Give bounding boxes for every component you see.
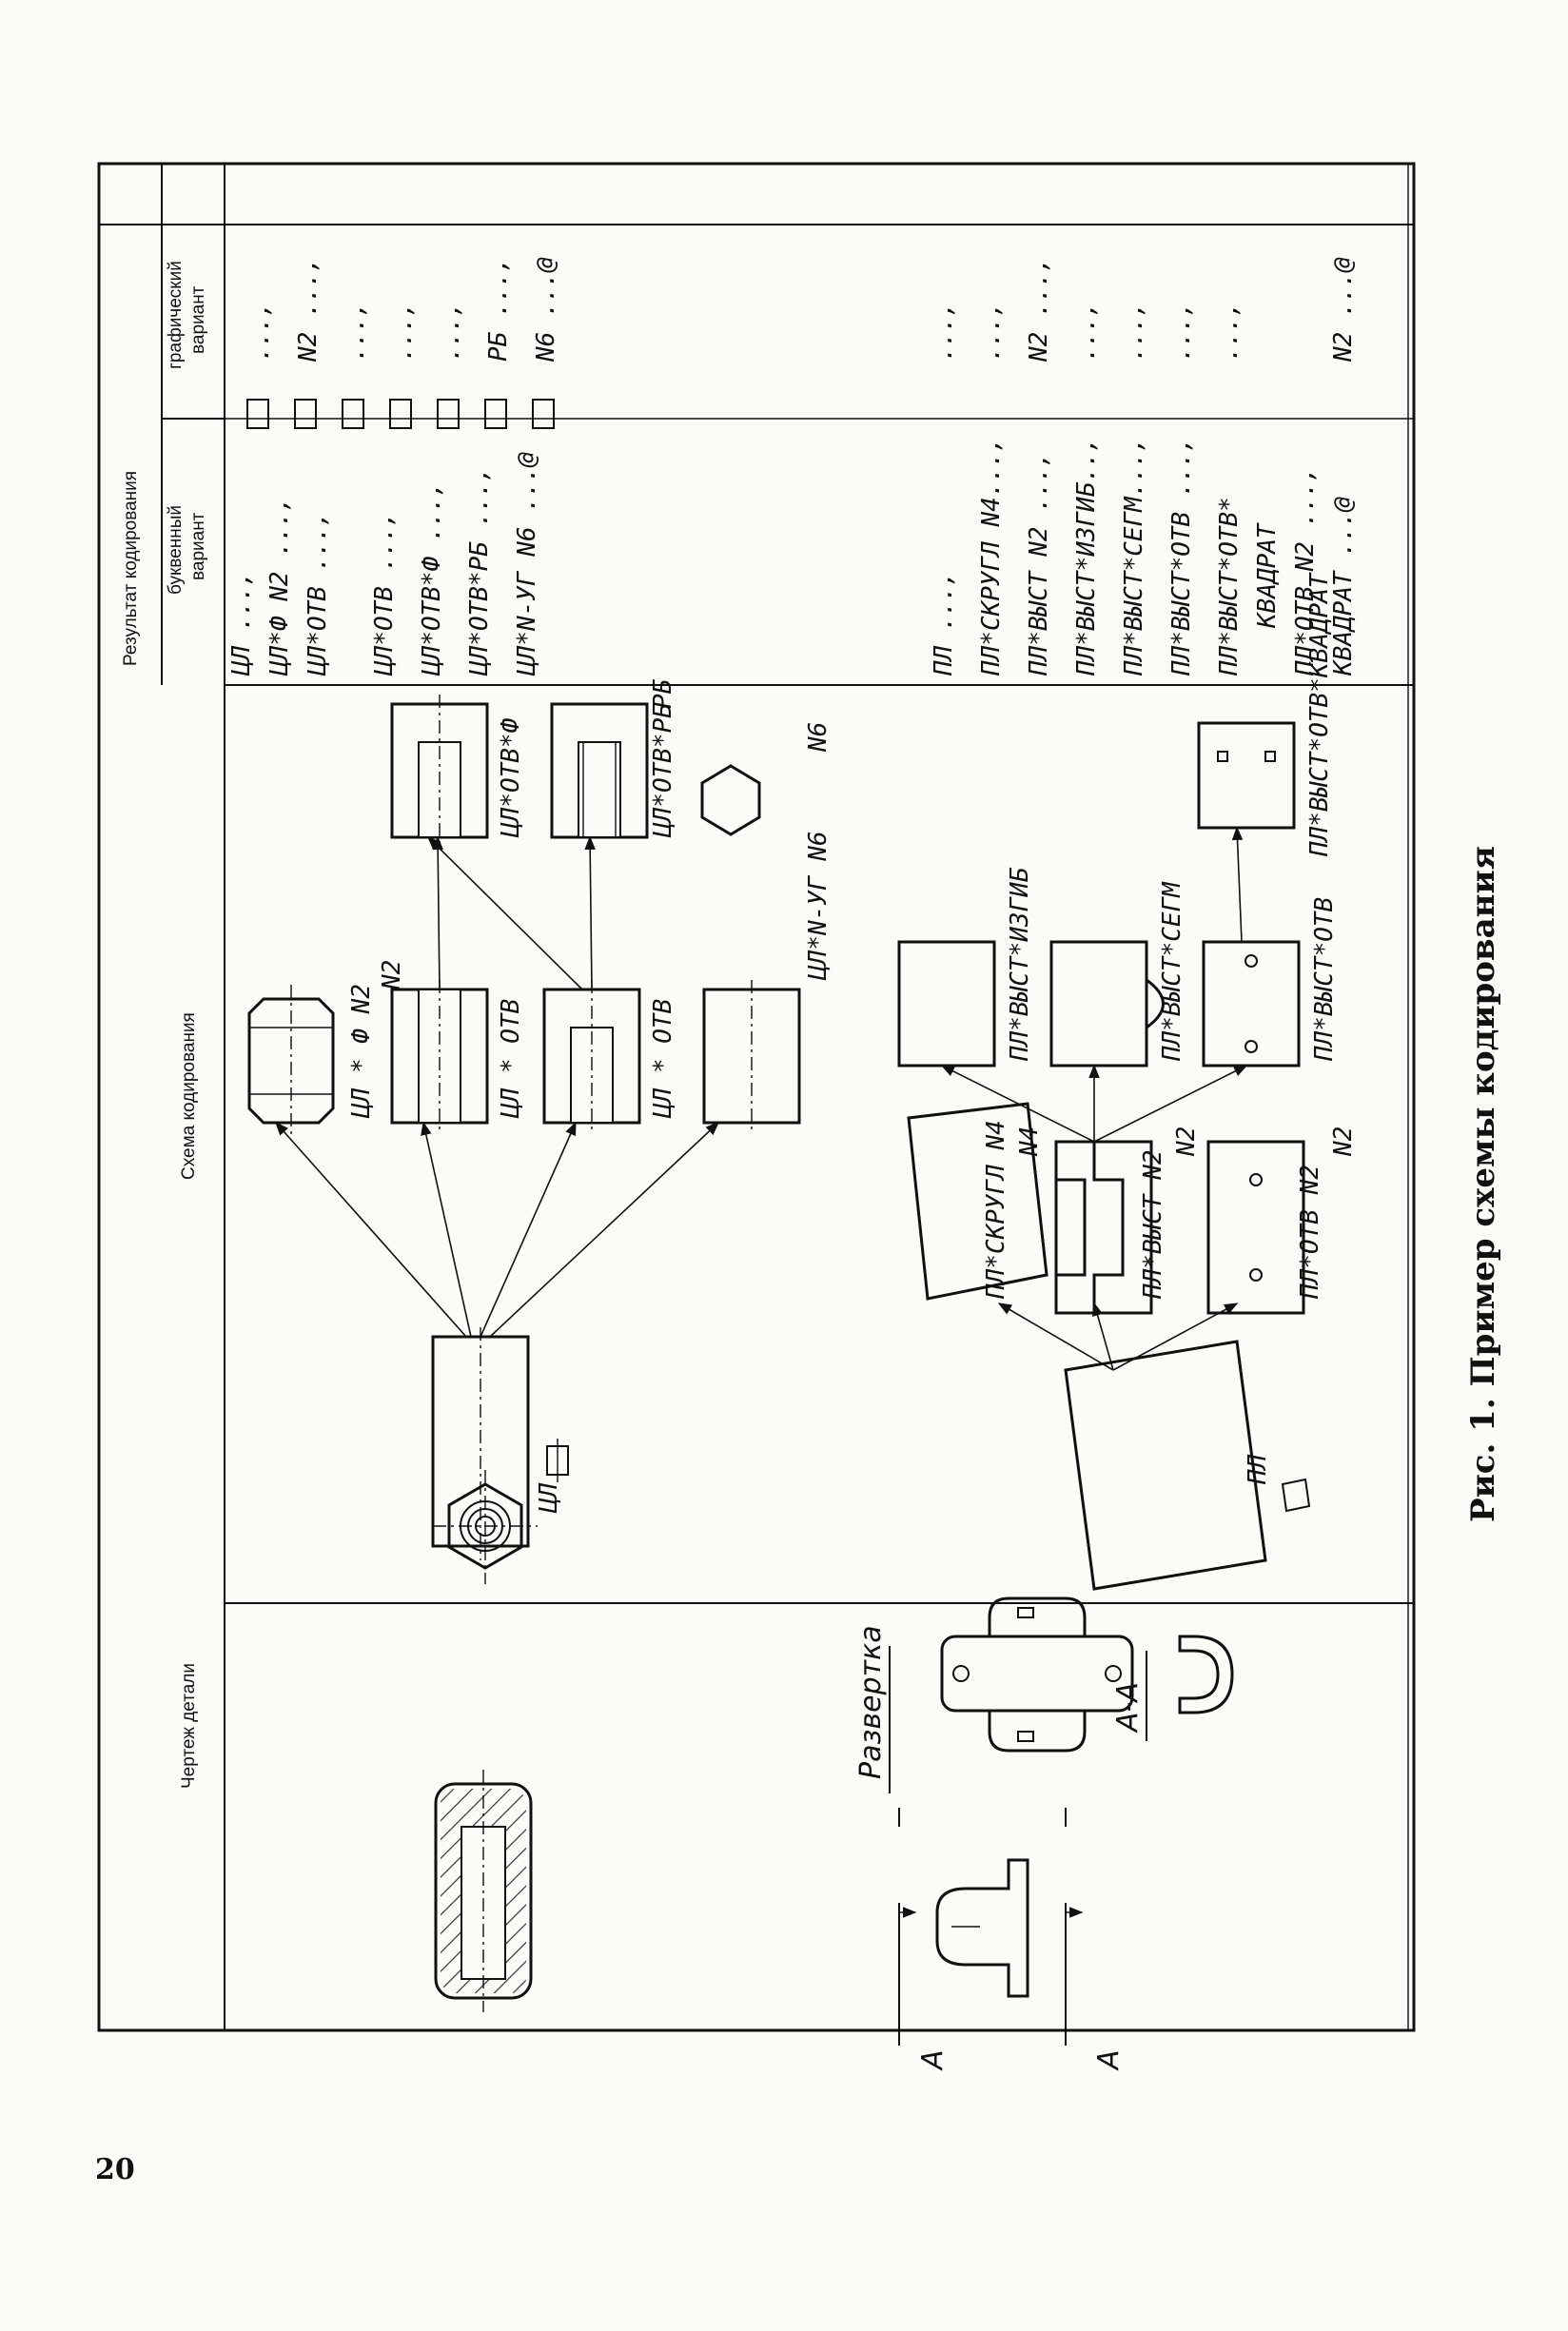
svg-text:N2: N2 bbox=[1329, 1126, 1358, 1157]
letter-variant: ЦЛ ..., ЦЛ*Ф N2 ..., ЦЛ*ОТВ ..., ЦЛ*ОТВ … bbox=[227, 438, 1358, 676]
svg-text:ПЛ*ВЫСТ*ОТВ ...,: ПЛ*ВЫСТ*ОТВ ..., bbox=[1167, 438, 1196, 676]
svg-text:ЦЛ * ОТВ: ЦЛ * ОТВ bbox=[497, 999, 525, 1119]
svg-text:КВАДРАТ: КВАДРАТ bbox=[1253, 522, 1282, 629]
svg-text:ЦЛ*ОТВ*РБ ...,: ЦЛ*ОТВ*РБ ..., bbox=[465, 467, 494, 676]
svg-text:...,: ..., bbox=[977, 302, 1006, 362]
svg-text:...,: ..., bbox=[1072, 302, 1101, 362]
svg-text:ЦЛ*ОТВ*Ф ...,: ЦЛ*ОТВ*Ф ..., bbox=[418, 482, 446, 677]
svg-text:ПЛ*ВЫСТ*СЕГМ: ПЛ*ВЫСТ*СЕГМ bbox=[1158, 881, 1186, 1062]
part-drawing: А А Развертка А-А bbox=[433, 1470, 1234, 2071]
scheme-plate: ПЛ ПЛ*СКРУГЛ N4 N4 ПЛ*ВЫСТ N2 N2 ПЛ*ОТВ … bbox=[897, 572, 1358, 1591]
node-chamfer bbox=[247, 997, 335, 1125]
svg-text:ПЛ*ВЫСТ*ИЗГИБ..,: ПЛ*ВЫСТ*ИЗГИБ.., bbox=[1072, 438, 1101, 676]
svg-text:N2: N2 bbox=[1172, 1126, 1201, 1157]
svg-text:ЦЛ*ОТВ*Ф: ЦЛ*ОТВ*Ф bbox=[497, 717, 525, 838]
svg-text:N2 ...,: N2 ..., bbox=[1025, 257, 1053, 362]
svg-text:ПЛ: ПЛ bbox=[1244, 1454, 1272, 1485]
header-drawing: Чертеж детали bbox=[179, 1663, 199, 1789]
svg-text:ПЛ ...,: ПЛ ..., bbox=[930, 571, 958, 676]
cylinder-section bbox=[434, 1782, 533, 2000]
svg-text:ЦЛ*N-УГ N6 ...@: ЦЛ*N-УГ N6 ...@ bbox=[513, 452, 541, 676]
header-result: Результат кодирования bbox=[121, 471, 141, 666]
svg-text:...,: ..., bbox=[1215, 302, 1244, 362]
svg-text:ПЛ*ВЫСТ*ИЗГИБ: ПЛ*ВЫСТ*ИЗГИБ bbox=[1006, 867, 1034, 1062]
svg-text:N2 ...@: N2 ...@ bbox=[1329, 257, 1358, 362]
svg-text:ПЛ*ВЫСТ*ОТВ*: ПЛ*ВЫСТ*ОТВ* bbox=[1215, 497, 1244, 676]
node-holes bbox=[1206, 1140, 1305, 1315]
header-graphic-2: вариант bbox=[188, 285, 208, 354]
graphic-variant: ..., N2 ..., ..., ..., ..., РБ ..., N6 .… bbox=[246, 257, 1358, 429]
svg-text:ЦЛ * Ф N2: ЦЛ * Ф N2 bbox=[347, 984, 376, 1119]
section-label: А-А bbox=[1111, 1682, 1145, 1734]
mark-a-1: А bbox=[916, 2049, 950, 2071]
svg-text:КВАДРАТ ...@: КВАДРАТ ...@ bbox=[1329, 497, 1358, 676]
svg-text:ПЛ*ОТВ N2: ПЛ*ОТВ N2 bbox=[1296, 1165, 1324, 1300]
header-letter-1: буквенный bbox=[166, 505, 186, 595]
page-number: 20 bbox=[95, 2153, 135, 2186]
razvertka-label: Развертка bbox=[854, 1625, 888, 1779]
svg-text:ЦЛ*ОТВ ...,: ЦЛ*ОТВ ..., bbox=[370, 512, 399, 676]
header-scheme: Схема кодирования bbox=[179, 1012, 199, 1180]
node-protrusion-hole bbox=[1202, 940, 1301, 1068]
svg-text:ПЛ*ВЫСТ N2: ПЛ*ВЫСТ N2 bbox=[1139, 1149, 1167, 1300]
svg-text:N6 ...@: N6 ...@ bbox=[532, 257, 560, 362]
svg-text:N6: N6 bbox=[804, 722, 833, 753]
svg-text:...,: ..., bbox=[389, 302, 418, 362]
u-section bbox=[1178, 1635, 1234, 1714]
svg-text:РБ ...,: РБ ..., bbox=[484, 257, 513, 362]
node-bend bbox=[897, 940, 996, 1068]
node-rounded bbox=[907, 1102, 1049, 1301]
svg-text:...,: ..., bbox=[437, 302, 465, 362]
svg-text:...,: ..., bbox=[342, 302, 370, 362]
figure-caption: Рис. 1. Пример схемы кодирования bbox=[1464, 846, 1502, 1522]
mark-a-2: А bbox=[1092, 2049, 1126, 2071]
svg-text:ЦЛ ...,: ЦЛ ..., bbox=[227, 571, 256, 676]
svg-text:ЦЛ*Ф N2 ...,: ЦЛ*Ф N2 ..., bbox=[265, 497, 294, 676]
node-square-hole bbox=[1197, 721, 1296, 830]
scheme-cylinder: ЦЛ ЦЛ * Ф N2 N2 ЦЛ * ОТВ ЦЛ * ОТВ ЦЛ*N-У… bbox=[247, 678, 833, 1560]
svg-text:ПЛ*СКРУГЛ N4...,: ПЛ*СКРУГЛ N4..., bbox=[977, 438, 1006, 676]
svg-text:...,: ..., bbox=[1167, 302, 1196, 362]
svg-text:ПЛ*ВЫСТ*ОТВ: ПЛ*ВЫСТ*ОТВ bbox=[1310, 897, 1339, 1062]
node-segment bbox=[1049, 940, 1148, 1068]
svg-text:...,: ..., bbox=[246, 302, 275, 362]
svg-text:N2: N2 bbox=[378, 960, 406, 990]
svg-text:ПЛ*ОТВ N2 ...,: ПЛ*ОТВ N2 ..., bbox=[1291, 467, 1320, 676]
root-cyl-label: ЦЛ bbox=[535, 1482, 563, 1514]
svg-text:ЦЛ*ОТВ*РБ: ЦЛ*ОТВ*РБ bbox=[649, 703, 677, 838]
node-protrusion bbox=[1054, 1140, 1153, 1315]
svg-text:ПЛ*СКРУГЛ N4: ПЛ*СКРУГЛ N4 bbox=[982, 1120, 1010, 1300]
svg-text:РБ: РБ bbox=[649, 678, 677, 709]
svg-text:ЦЛ*ОТВ ...,: ЦЛ*ОТВ ..., bbox=[304, 512, 332, 676]
table-border bbox=[97, 162, 1416, 2032]
svg-text:N2 ...,: N2 ..., bbox=[294, 257, 323, 362]
header-letter-2: вариант bbox=[188, 512, 208, 580]
root-plate bbox=[1064, 1340, 1267, 1591]
header-graphic-1: графический bbox=[166, 261, 186, 369]
svg-text:...,: ..., bbox=[930, 302, 958, 362]
unfolded-plate bbox=[940, 1635, 1134, 1713]
bent-plate-side bbox=[935, 1858, 1029, 1998]
svg-text:ЦЛ*N-УГ N6: ЦЛ*N-УГ N6 bbox=[804, 831, 833, 981]
coding-table: Чертеж детали Схема кодирования Результа… bbox=[97, 162, 1416, 2032]
svg-text:ПЛ*ВЫСТ*СЕГМ...,: ПЛ*ВЫСТ*СЕГМ..., bbox=[1120, 438, 1148, 676]
svg-text:ЦЛ * ОТВ: ЦЛ * ОТВ bbox=[649, 999, 677, 1119]
svg-text:...,: ..., bbox=[1120, 302, 1148, 362]
svg-text:ПЛ*ВЫСТ N2 ...,: ПЛ*ВЫСТ N2 ..., bbox=[1025, 452, 1053, 676]
hex-glyph bbox=[700, 764, 761, 836]
svg-text:N4: N4 bbox=[1015, 1126, 1044, 1157]
svg-text:ПЛ*ВЫСТ*ОТВ*КВАДРАТ: ПЛ*ВЫСТ*ОТВ*КВАДРАТ bbox=[1305, 572, 1334, 857]
